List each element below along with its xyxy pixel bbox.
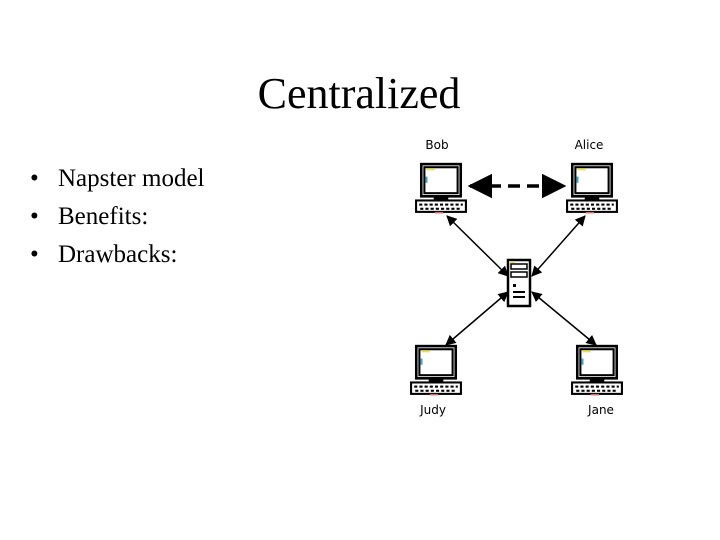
- node-label-alice: Alice: [574, 138, 604, 152]
- slide-title-text: Centralized: [257, 69, 461, 118]
- slide-title: Centralized: [0, 68, 720, 119]
- bullet-marker: •: [30, 203, 39, 230]
- computer-icon: [565, 162, 619, 214]
- node-label-bob: Bob: [425, 138, 449, 152]
- node-label-jane: Jane: [588, 403, 614, 417]
- bullet-list: • Napster model • Benefits: • Drawbacks:: [30, 163, 204, 277]
- edge-judy-server: [445, 291, 509, 346]
- bullet-text: Napster model: [58, 165, 205, 192]
- bullet-text: Benefits:: [58, 203, 149, 230]
- edge-jane-server: [531, 291, 597, 346]
- server-tower-icon: [506, 258, 532, 308]
- bullet-item: • Napster model: [30, 163, 204, 201]
- bullet-text: Drawbacks:: [58, 241, 178, 268]
- bullet-marker: •: [30, 241, 39, 268]
- bullet-item: • Drawbacks:: [30, 239, 204, 277]
- computer-icon: [409, 344, 463, 396]
- bullet-item: • Benefits:: [30, 201, 204, 239]
- computer-icon: [414, 162, 468, 214]
- computer-icon: [570, 344, 624, 396]
- edge-alice-server: [531, 215, 586, 277]
- bullet-marker: •: [30, 165, 39, 192]
- edge-bob-server: [446, 215, 509, 277]
- node-label-judy: Judy: [420, 403, 446, 417]
